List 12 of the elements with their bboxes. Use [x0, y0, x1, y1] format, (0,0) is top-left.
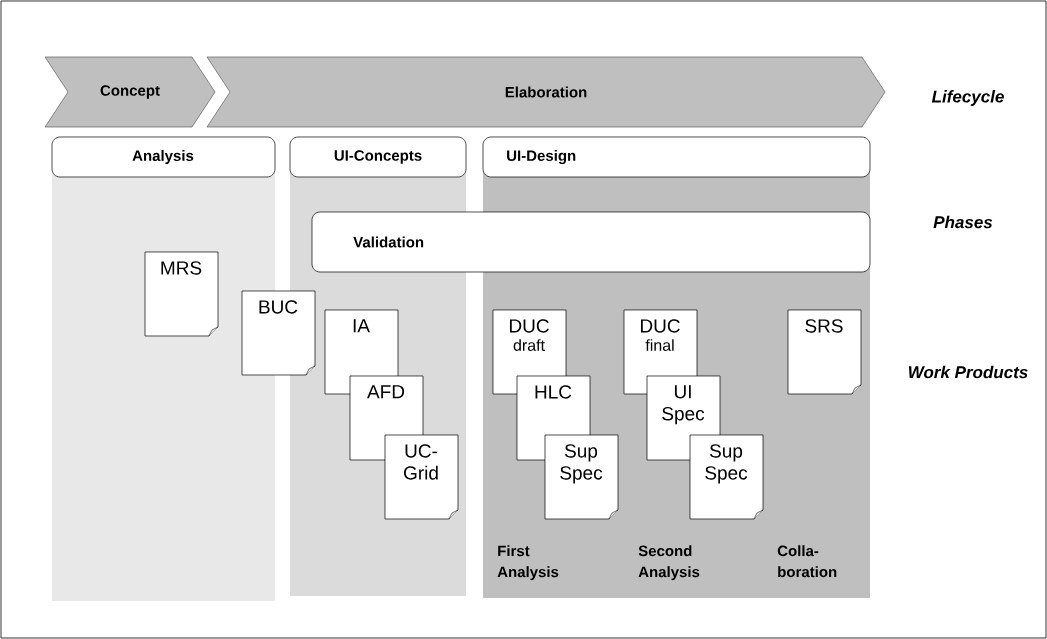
phase-box: Validation — [311, 211, 871, 273]
row-label: Phases — [933, 215, 993, 229]
phase-box: UI-Design — [482, 136, 871, 178]
column-label: Second Analysis — [638, 545, 700, 581]
phase-box: UI-Concepts — [289, 136, 467, 178]
stage-band: Concept — [44, 56, 216, 128]
column-label: First Analysis — [497, 545, 559, 581]
column-label: Colla- boration — [777, 545, 837, 578]
row-label: Work Products — [908, 365, 1028, 379]
phase-box: Analysis — [51, 136, 276, 178]
stage-band: Elaboration — [206, 56, 886, 128]
row-label: Lifecycle — [931, 90, 1004, 106]
